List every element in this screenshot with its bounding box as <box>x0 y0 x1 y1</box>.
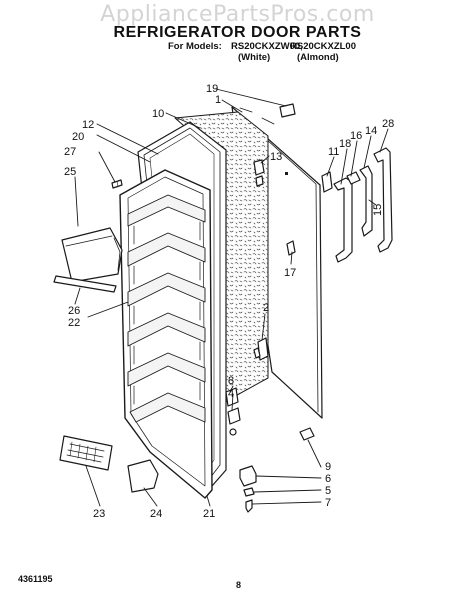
callout-5: 5 <box>325 485 331 497</box>
door-closer-cam <box>225 387 241 436</box>
callout-23: 23 <box>93 508 105 520</box>
model-number-almond: RS20CKXZL00 <box>290 41 356 52</box>
leader-lines <box>74 88 389 507</box>
page-number: 8 <box>236 580 242 590</box>
dairy-compartment-door <box>61 227 123 283</box>
handle-insert-14 <box>359 165 373 237</box>
clip-17 <box>286 240 296 256</box>
callout-labels: 19 1 10 12 20 27 25 13 11 18 16 14 28 15… <box>64 83 394 520</box>
bushing-5 <box>243 487 255 497</box>
callout-27: 27 <box>64 146 76 158</box>
callout-8: 8 <box>228 375 234 387</box>
callout-9: 9 <box>325 461 331 473</box>
callout-7: 7 <box>325 497 331 509</box>
door-shelves <box>127 194 206 423</box>
hinge-pin-bracket-6 <box>239 465 257 487</box>
callout-22: 22 <box>68 317 80 329</box>
callout-26: 26 <box>68 305 80 317</box>
callout-15: 15 <box>372 204 384 216</box>
dairy-door-retainer <box>53 275 117 293</box>
page-title: REFRIGERATOR DOOR PARTS <box>113 24 362 41</box>
callout-13: 13 <box>270 151 282 163</box>
callout-12: 12 <box>82 119 94 131</box>
callout-21: 21 <box>203 508 215 520</box>
hinge-bracket-2 <box>253 337 269 361</box>
callout-18: 18 <box>339 138 351 150</box>
trim-badge-19 <box>279 103 296 118</box>
callout-16: 16 <box>350 130 362 142</box>
callout-11: 11 <box>328 146 339 158</box>
callout-14: 14 <box>365 125 377 137</box>
document-number: 4361195 <box>18 574 53 584</box>
color-almond-label: (Almond) <box>297 52 339 63</box>
color-white-label: (White) <box>238 52 271 63</box>
handle-bracket-11 <box>321 171 333 193</box>
callout-19: 19 <box>206 83 218 95</box>
callout-28: 28 <box>382 118 394 130</box>
door-cover-24 <box>127 459 159 493</box>
toe-grille-23 <box>59 435 113 471</box>
callout-17: 17 <box>284 267 296 279</box>
handle-28 <box>373 147 393 253</box>
callout-10: 10 <box>152 108 164 120</box>
bottom-hinge-9 <box>299 427 315 441</box>
models-label: For Models: <box>168 41 222 52</box>
handle-18 <box>333 177 353 263</box>
callout-6: 6 <box>325 473 331 485</box>
handle-trim-16 <box>346 171 361 185</box>
screw-7 <box>245 499 253 513</box>
door-stop-13 <box>253 159 265 187</box>
watermark: AppliancePartsPros.com <box>100 2 375 27</box>
callout-4: 4 <box>228 388 234 400</box>
callout-20: 20 <box>72 131 84 143</box>
model-number-white: RS20CKXZW00, <box>231 41 303 52</box>
callout-25: 25 <box>64 166 76 178</box>
callout-24: 24 <box>150 508 162 520</box>
callout-2: 2 <box>263 302 269 314</box>
screw-27 <box>111 179 123 189</box>
callout-1: 1 <box>215 94 221 106</box>
